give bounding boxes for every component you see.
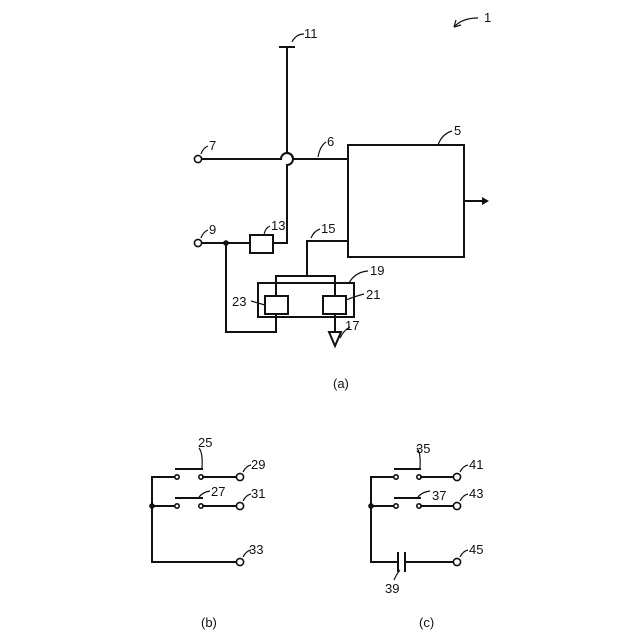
- label-23: 23: [232, 294, 246, 309]
- supply-line-11: [273, 47, 293, 243]
- terminal-7: [194, 155, 201, 162]
- ref-43-leader: [460, 494, 468, 501]
- switch-25-contact-left: [175, 475, 179, 479]
- line-15: [307, 241, 348, 276]
- ref-25-leader: [199, 448, 202, 468]
- ground-17-icon: [329, 332, 341, 346]
- ref-31-leader: [243, 494, 251, 501]
- label-41: 41: [469, 457, 483, 472]
- label-25: 25: [198, 435, 212, 450]
- label-5: 5: [454, 123, 461, 138]
- label-39: 39: [385, 581, 399, 596]
- ref-5-leader: [438, 131, 452, 145]
- terminal-9: [194, 239, 201, 246]
- label-9: 9: [209, 222, 216, 237]
- label-33: 33: [249, 542, 263, 557]
- signal-line-6: [202, 153, 348, 159]
- ref-15-leader: [311, 229, 320, 238]
- label-11: 11: [304, 26, 318, 41]
- ref-27-leader: [199, 491, 210, 497]
- ref-41-leader: [460, 465, 468, 472]
- terminal-43: [453, 502, 460, 509]
- ref-37-leader: [418, 491, 430, 497]
- terminal-31: [236, 502, 243, 509]
- element-21: [323, 296, 346, 314]
- common-line-c: [371, 477, 393, 562]
- label-35: 35: [416, 441, 430, 456]
- output-arrow-icon: [482, 197, 489, 205]
- caption-a: (a): [333, 376, 349, 391]
- caption-c: (c): [419, 615, 434, 630]
- label-15: 15: [321, 221, 335, 236]
- label-43: 43: [469, 486, 483, 501]
- label-27: 27: [211, 484, 225, 499]
- ref-9-leader: [201, 230, 208, 238]
- label-45: 45: [469, 542, 483, 557]
- ref-13-leader: [264, 226, 270, 235]
- element-13: [250, 235, 273, 253]
- ref-11-leader: [292, 34, 304, 42]
- ref-19-leader: [349, 271, 368, 283]
- terminal-45: [453, 558, 460, 565]
- caption-b: (b): [201, 615, 217, 630]
- label-13: 13: [271, 218, 285, 233]
- label-21: 21: [366, 287, 380, 302]
- terminal-33: [236, 558, 243, 565]
- label-19: 19: [370, 263, 384, 278]
- ref-29-leader: [243, 465, 251, 472]
- terminal-29: [236, 473, 243, 480]
- element-23: [265, 296, 288, 314]
- label-31: 31: [251, 486, 265, 501]
- label-7: 7: [209, 138, 216, 153]
- label-6: 6: [327, 134, 334, 149]
- common-line-b: [152, 477, 174, 562]
- ref-45-leader: [460, 550, 468, 557]
- label-17: 17: [345, 318, 359, 333]
- figure-a: 1 11 7 6 5 9 13 15 19: [194, 10, 491, 391]
- switch-35-contact-left: [394, 475, 398, 479]
- label-37: 37: [432, 488, 446, 503]
- figure-b: 25 29 27 31 33 (b): [149, 435, 265, 630]
- block-5: [348, 145, 464, 257]
- switch-27-contact-left: [175, 504, 179, 508]
- label-29: 29: [251, 457, 265, 472]
- terminal-41: [453, 473, 460, 480]
- figure-c: 35 41 37 43 39 45 (c): [368, 441, 483, 630]
- ref-7-leader: [201, 146, 208, 154]
- label-1: 1: [484, 10, 491, 25]
- ref-6-leader: [318, 142, 326, 157]
- switch-37-contact-left: [394, 504, 398, 508]
